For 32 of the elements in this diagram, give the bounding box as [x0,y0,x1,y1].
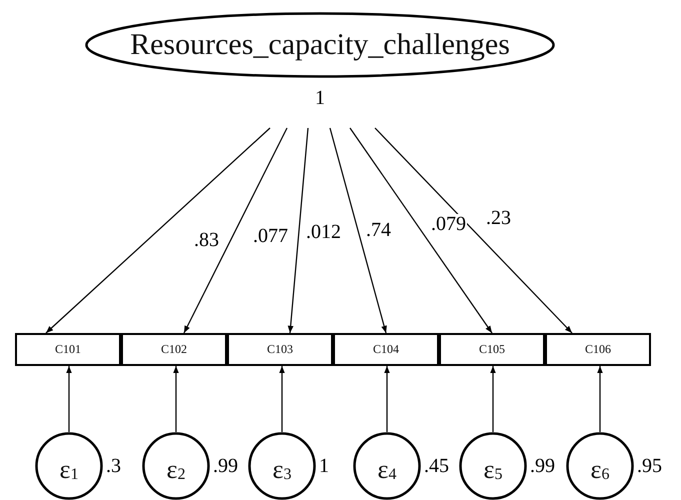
path-arrow [384,366,390,432]
error-variance-value: .99 [530,456,555,476]
path-arrow [66,366,72,432]
error-variance-value: 1 [319,456,329,476]
observed-variable-box [439,333,545,366]
observed-variable-box [121,333,227,366]
error-variance-value: .3 [106,456,121,476]
variable-name: C106 [584,342,611,357]
error-variance-value: .99 [213,456,238,476]
path-arrow [490,366,496,432]
path-arrow [288,128,309,334]
latent-variable-name: Resources_capacity_challenges [130,28,510,62]
path-arrow [329,128,387,334]
observed-variable-box [15,333,121,366]
path-arrow [279,366,285,432]
path-arrow [183,128,288,334]
path-arrow [350,128,492,334]
variable-name: C104 [372,342,399,357]
variable-name: C101 [54,342,81,357]
error-variance-value: .45 [424,456,449,476]
variance-value: 1 [315,88,325,108]
path-arrow [374,128,572,334]
error-variance-value: .95 [637,456,662,476]
path-arrow [597,366,603,432]
observed-variable-box [545,333,651,366]
variable-name: C103 [266,342,293,357]
path-arrow [173,366,179,432]
path-arrow [46,128,270,334]
observed-variable-box [333,333,439,366]
observed-variable-box [227,333,333,366]
variable-name: C105 [478,342,505,357]
variable-name: C102 [160,342,187,357]
